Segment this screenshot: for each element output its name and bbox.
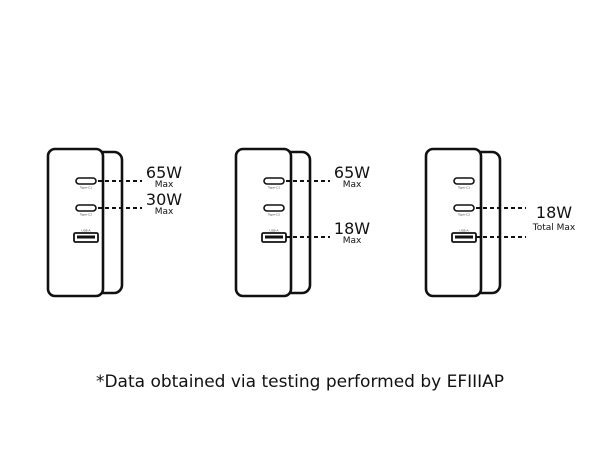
wattage-sublabel: Max	[343, 236, 362, 246]
port-tag: Type-C1	[457, 186, 470, 190]
port-tag: Type-C1	[267, 186, 280, 190]
usb-a-tongue	[455, 235, 473, 239]
usb-c-port-icon	[75, 204, 97, 212]
wattage-label: 30W	[146, 190, 182, 209]
port-tag: USB-A	[81, 229, 91, 233]
footnote: *Data obtained via testing performed by …	[95, 372, 505, 392]
wattage-label: 65W	[146, 163, 182, 182]
charger-body	[46, 147, 105, 298]
port-tag: USB-A	[459, 229, 469, 233]
usb-a-tongue	[77, 235, 95, 239]
usb-c-port-icon	[75, 177, 97, 185]
port-tag: Type-C2	[79, 213, 92, 217]
wattage-sublabel: Max	[343, 180, 362, 190]
usb-c-port-icon	[263, 204, 285, 212]
wattage-label: 18W	[536, 203, 572, 222]
wattage-label: 65W	[334, 163, 370, 182]
wattage-sublabel: Total Max	[532, 223, 576, 233]
port-tag: Type-C2	[457, 213, 470, 217]
wattage-label: 18W	[334, 219, 370, 238]
port-tag: Type-C2	[267, 213, 280, 217]
wattage-sublabel: Max	[155, 180, 174, 190]
port-tag: USB-A	[269, 229, 279, 233]
usb-a-tongue	[265, 235, 283, 239]
usb-c-port-icon	[453, 204, 475, 212]
wattage-sublabel: Max	[155, 207, 174, 217]
charger-body	[424, 147, 483, 298]
usb-c-port-icon	[263, 177, 285, 185]
port-tag: Type-C1	[79, 186, 92, 190]
usb-c-port-icon	[453, 177, 475, 185]
charger-body	[234, 147, 293, 298]
